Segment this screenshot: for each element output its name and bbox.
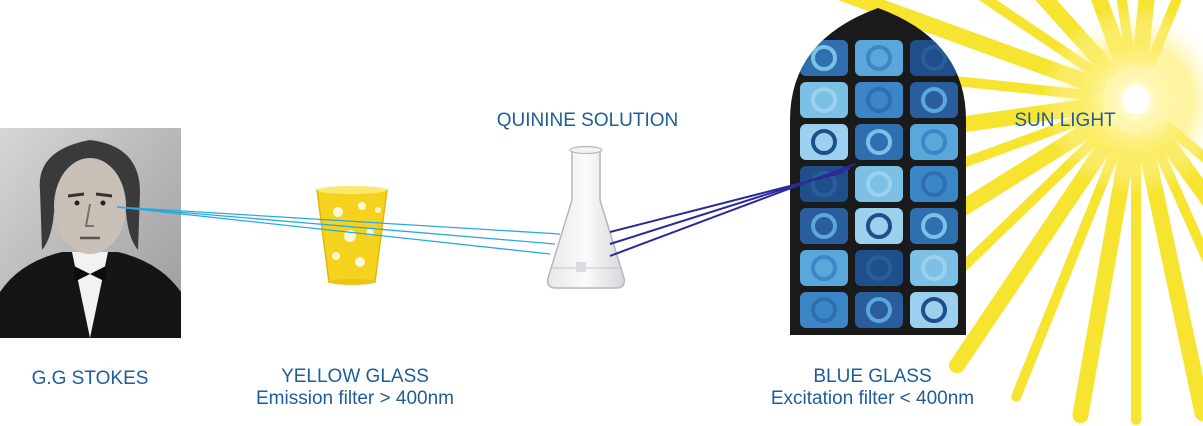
yellow-glass-title: YELLOW GLASS	[281, 366, 429, 387]
window-pane-swirl	[811, 213, 837, 239]
window-pane	[910, 208, 958, 244]
blue-glass-subtitle: Excitation filter < 400nm	[770, 388, 975, 409]
excitation-rays	[609, 163, 856, 257]
window-pane-swirl	[921, 213, 947, 239]
emitted-rays	[116, 206, 561, 255]
window-pane-swirl	[921, 87, 947, 113]
stokes-label: G.G STOKES	[31, 368, 149, 389]
window-pane-swirl	[921, 45, 947, 71]
window-pane	[855, 40, 903, 76]
window-pane	[910, 82, 958, 118]
sun-icon	[811, 0, 1203, 425]
window-pane	[855, 250, 903, 286]
window-pane-swirl	[921, 297, 947, 323]
window-pane	[910, 166, 958, 202]
window-pane-swirl	[921, 171, 947, 197]
window-pane-swirl	[811, 255, 837, 281]
window-pane-swirl	[811, 45, 837, 71]
window-pane	[800, 250, 848, 286]
window-pane-swirl	[866, 87, 892, 113]
blue-glass-label: BLUE GLASS Excitation filter < 400nm	[740, 366, 1005, 410]
window-pane-swirl	[866, 255, 892, 281]
window-pane	[855, 124, 903, 160]
window-pane-swirl	[866, 297, 892, 323]
erlenmeyer-flask-icon	[546, 145, 626, 289]
window-pane	[800, 82, 848, 118]
window-pane-swirl	[866, 171, 892, 197]
window-pane-swirl	[866, 213, 892, 239]
window-pane	[855, 292, 903, 328]
drinking-glass-icon	[316, 186, 388, 285]
window-pane	[855, 82, 903, 118]
window-pane-swirl	[811, 129, 837, 155]
window-pane	[910, 124, 958, 160]
sun-light-label: SUN LIGHT	[1014, 110, 1116, 131]
quinine-solution-label: QUININE SOLUTION	[496, 110, 679, 131]
window-pane	[800, 124, 848, 160]
window-pane-swirl	[811, 87, 837, 113]
window-pane	[800, 208, 848, 244]
stained-glass-window-icon	[790, 8, 966, 335]
window-pane-swirl	[811, 171, 837, 197]
window-pane	[855, 208, 903, 244]
window-pane-swirl	[921, 255, 947, 281]
window-pane	[910, 250, 958, 286]
window-pane	[910, 292, 958, 328]
window-pane	[800, 292, 848, 328]
window-pane-swirl	[921, 129, 947, 155]
window-pane-swirl	[811, 297, 837, 323]
window-pane-swirl	[866, 45, 892, 71]
portrait-illustration	[0, 128, 181, 338]
yellow-glass-label: YELLOW GLASS Emission filter > 400nm	[230, 366, 480, 410]
yellow-glass-subtitle: Emission filter > 400nm	[256, 388, 454, 409]
window-pane-swirl	[866, 129, 892, 155]
blue-glass-title: BLUE GLASS	[813, 366, 932, 387]
window-pane	[855, 166, 903, 202]
